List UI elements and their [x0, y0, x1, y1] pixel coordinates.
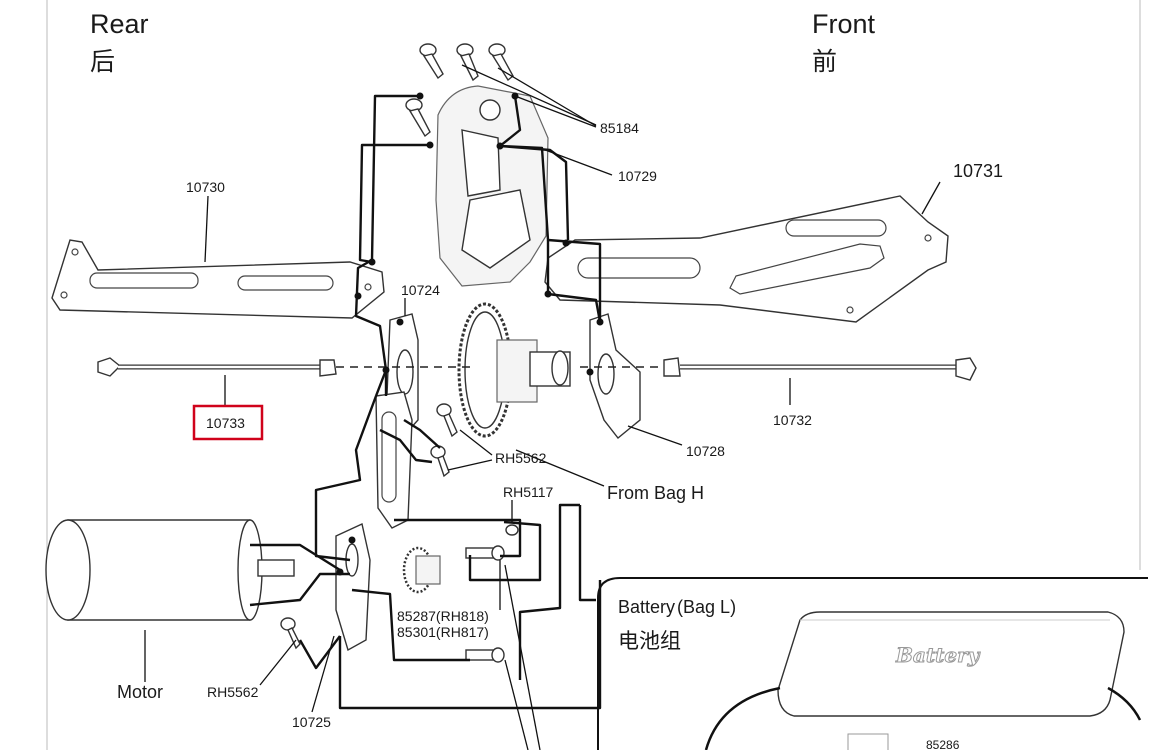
- part-label-from-bag-h: From Bag H: [607, 483, 704, 503]
- rear-driveshaft: [97, 357, 337, 377]
- front-label: Front: [812, 9, 876, 39]
- part-label-rh5562-top: RH5562: [495, 450, 547, 466]
- top-screws: [405, 43, 514, 138]
- pinion-gear: [402, 546, 441, 594]
- highlight-box-10733: [192, 404, 264, 441]
- rear-deck-plate: [51, 239, 385, 319]
- part-label-10731: 10731: [953, 161, 1003, 181]
- battery-pack-label: Battery: [895, 643, 981, 667]
- assembly-wires: [249, 94, 602, 710]
- rear-label-cn: 后: [90, 47, 115, 76]
- battery-pack: Battery: [777, 611, 1125, 717]
- part-label-85301: 85301(RH817): [397, 624, 489, 640]
- front-driveshaft: [663, 357, 977, 381]
- part-label-85184: 85184: [600, 120, 639, 136]
- part-label-10725: 10725: [292, 714, 331, 730]
- part-label-rh5562-bottom: RH5562: [207, 684, 259, 700]
- battery-panel: Battery(Bag L) 电池组 Battery 85286: [597, 577, 1148, 750]
- battery-title: Battery(Bag L): [618, 597, 736, 617]
- part-label-10730: 10730: [186, 179, 225, 195]
- part-label-10728: 10728: [686, 443, 725, 459]
- front-label-cn: 前: [812, 47, 837, 76]
- part-label-10733: 10733: [206, 415, 245, 431]
- motor-mount-plate: [375, 391, 413, 529]
- gear-cover: [435, 85, 549, 287]
- battery-title-cn: 电池组: [618, 629, 681, 653]
- part-label-10724: 10724: [401, 282, 440, 298]
- part-labels: 85184 10729 10730 10731 10724 10733 1073…: [117, 120, 1003, 730]
- part-label-10732: 10732: [773, 412, 812, 428]
- part-label-85287: 85287(RH818): [397, 608, 489, 624]
- part-label-85286: 85286: [926, 738, 960, 750]
- small-screws: [280, 403, 519, 663]
- part-label-10729: 10729: [618, 168, 657, 184]
- front-bulkhead: [589, 313, 641, 439]
- lower-motor-mount: [335, 523, 371, 652]
- wire-joints: [336, 92, 604, 576]
- part-label-rh5117: RH5117: [503, 484, 554, 500]
- front-deck-plate: [544, 195, 949, 323]
- spur-gear: [457, 302, 571, 438]
- leader-lines: [144, 64, 941, 750]
- rear-label: Rear: [90, 9, 149, 39]
- part-label-motor: Motor: [117, 682, 163, 702]
